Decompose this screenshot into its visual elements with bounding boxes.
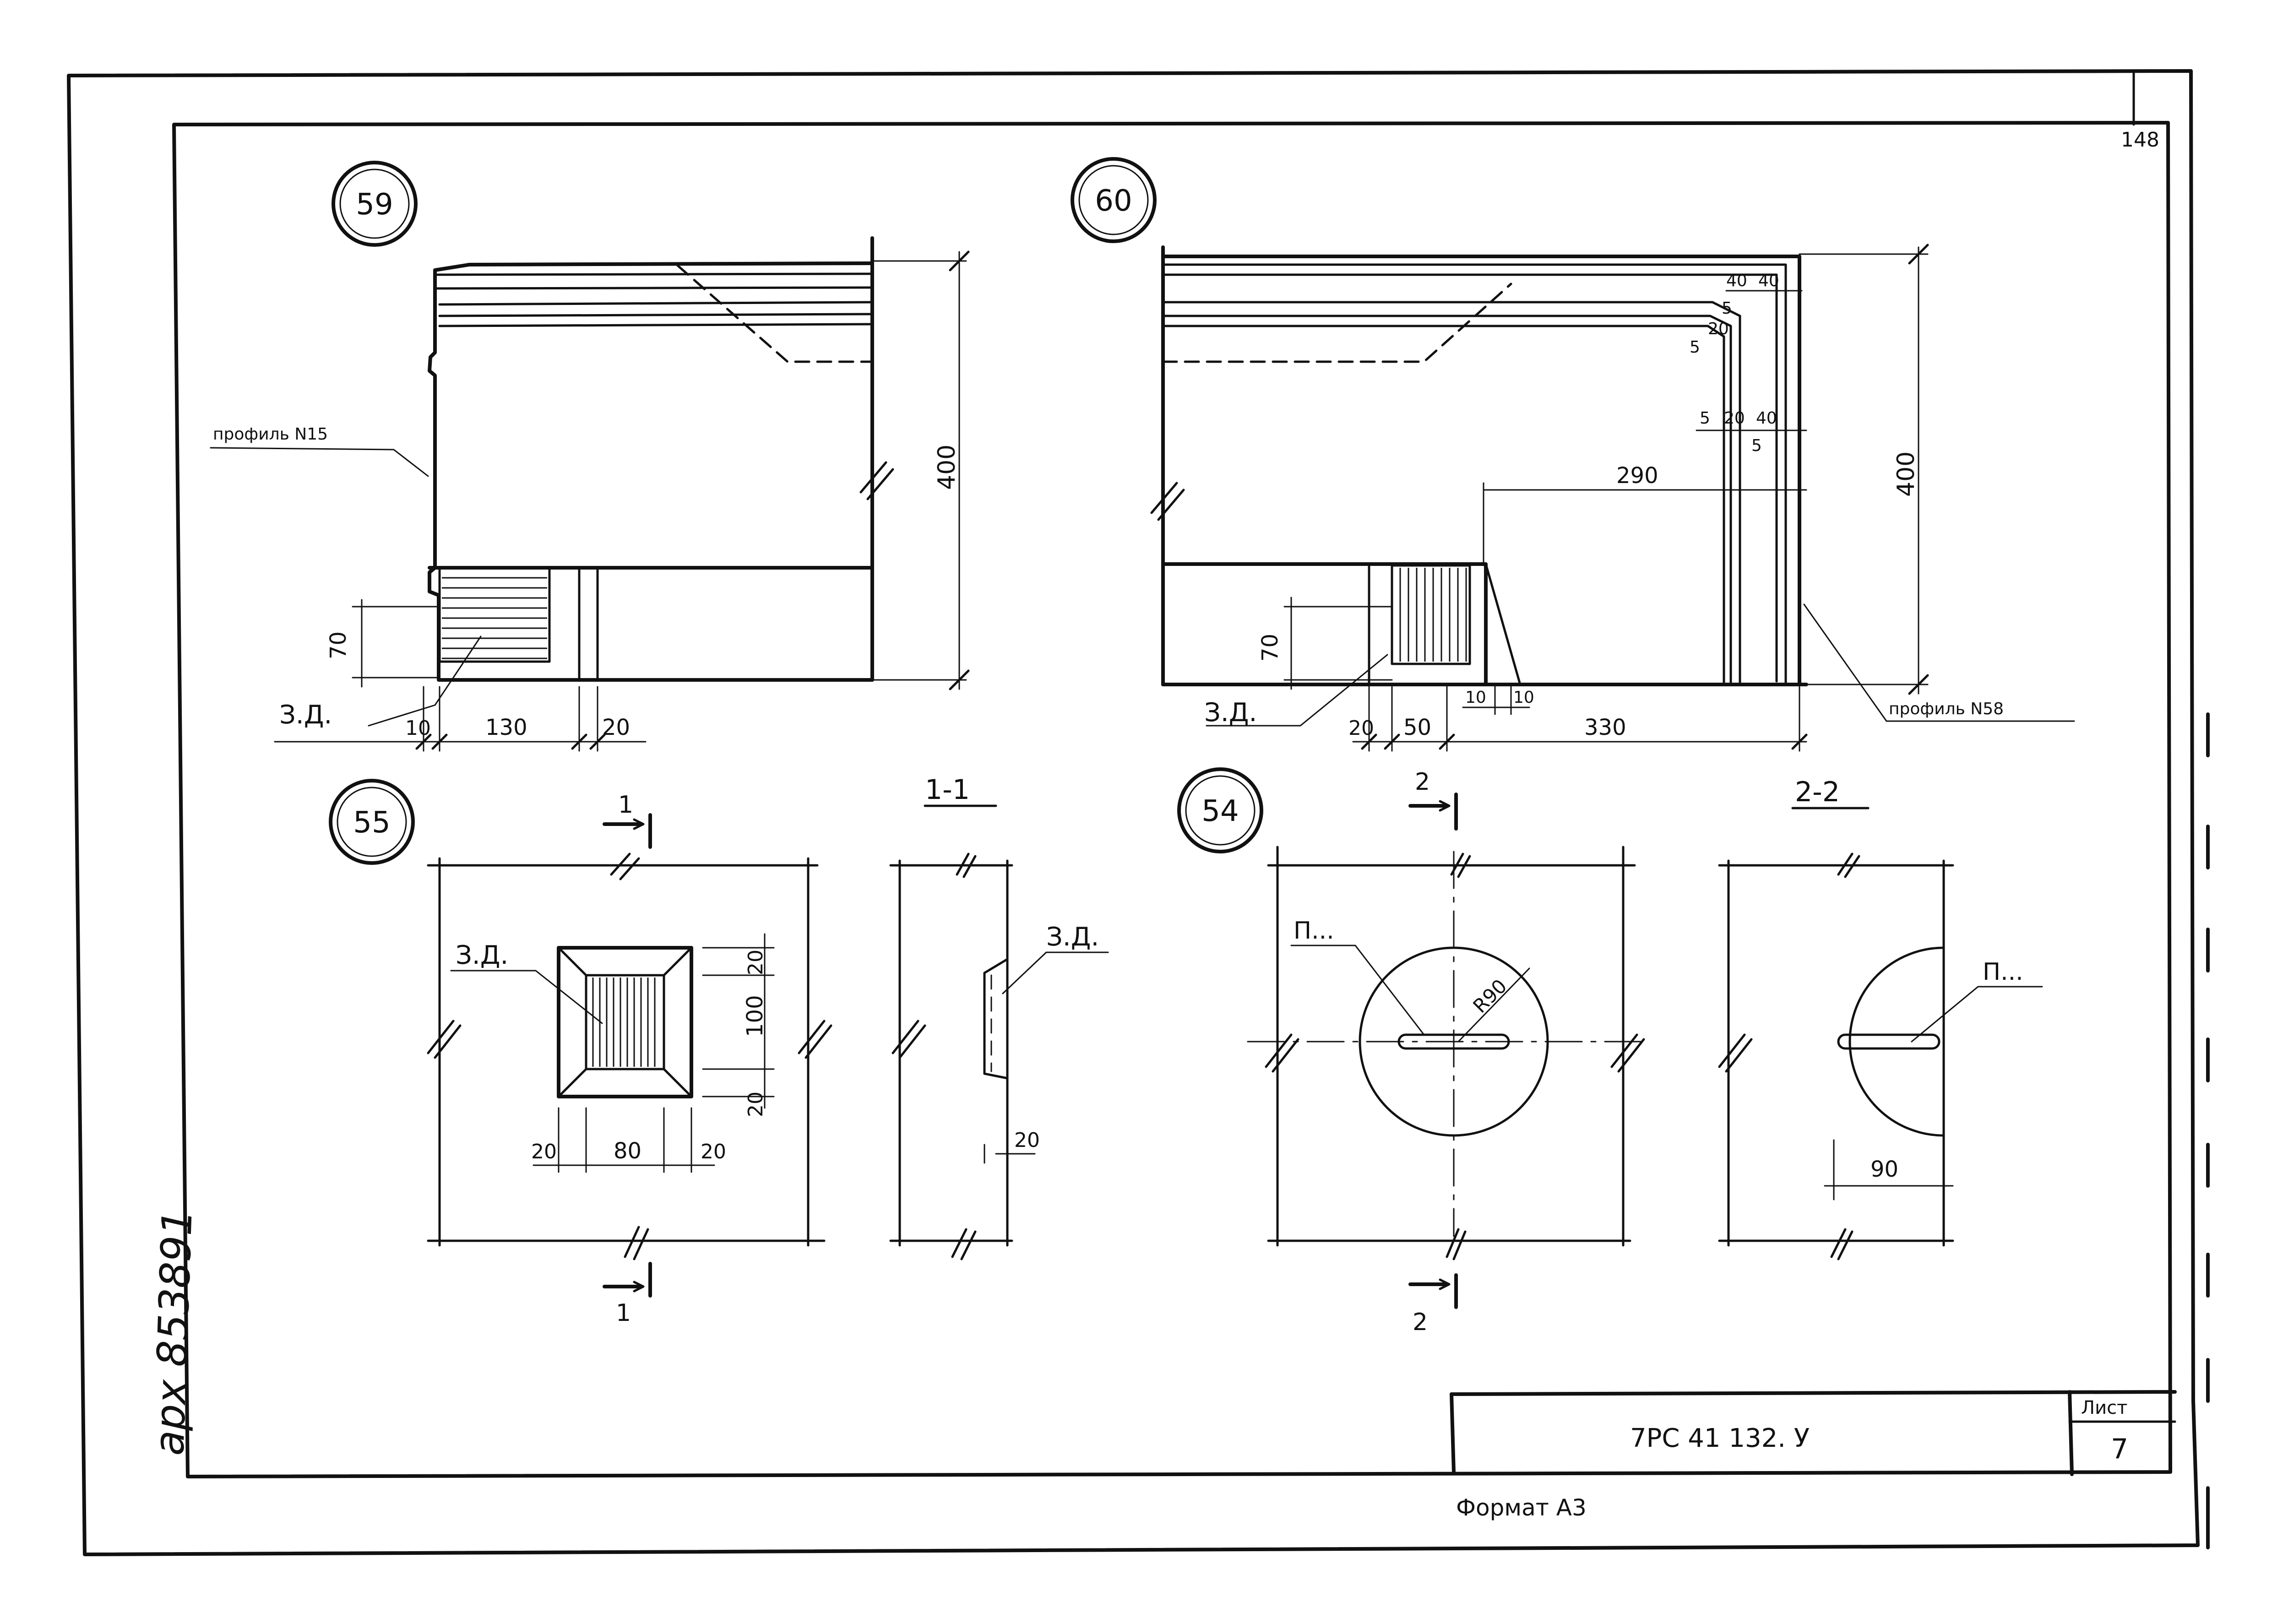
d59-dim-20: 20	[602, 715, 630, 740]
d55-dim-l20: 20	[531, 1140, 557, 1163]
d59-profile-label: профиль N15	[213, 425, 328, 444]
d55-dim-r20: 20	[701, 1140, 726, 1163]
d54-section-top: 2	[1415, 768, 1430, 796]
d59-dim-70: 70	[326, 631, 351, 659]
d60-dim-40c: 40	[1756, 409, 1777, 428]
drawing-code: 7РС 41 132. У	[1630, 1423, 1810, 1453]
d54-radius: R90	[1468, 975, 1511, 1017]
detail-54: 54 R90 П... 2 2	[1177, 767, 1649, 1336]
detail-55: 55 20 100 20 20 80 20 З.Д. 1 1	[329, 779, 832, 1327]
d55-fill-label: З.Д.	[456, 940, 508, 970]
d60-dim-10b: 10	[1513, 688, 1534, 707]
d55-dim-80: 80	[614, 1138, 641, 1164]
detail-54-marker: 54	[1201, 794, 1239, 828]
d55-section-bottom: 1	[616, 1299, 631, 1327]
d60-dim-20b: 20	[1724, 409, 1745, 428]
d59-dim-10: 10	[405, 717, 431, 740]
section-1-1: 1-1 20 З.Д.	[889, 774, 1109, 1260]
detail-60-marker: 60	[1095, 184, 1132, 218]
s11-fill-label: З.Д.	[1046, 922, 1099, 952]
d60-dim-5b: 5	[1690, 338, 1700, 357]
archive-stamp: арх 853891	[145, 1209, 202, 1456]
d55-section-top: 1	[618, 791, 633, 819]
s22-label: П...	[1983, 958, 2023, 986]
d60-profile-label: профиль N58	[1889, 700, 2004, 718]
d54-section-bottom: 2	[1413, 1309, 1428, 1336]
sheet-label: Лист	[2081, 1397, 2127, 1418]
d60-dim-5a: 5	[1722, 299, 1732, 318]
d55-dim-bot20: 20	[744, 1092, 767, 1117]
d60-dim-70: 70	[1257, 634, 1283, 662]
d60-dim-5c: 5	[1700, 409, 1710, 428]
d60-dim-5d: 5	[1751, 436, 1762, 455]
d60-dim-330: 330	[1584, 715, 1626, 740]
sheet-number: 7	[2111, 1433, 2128, 1465]
d60-dim-290: 290	[1616, 463, 1658, 489]
format-label: Формат А3	[1456, 1494, 1587, 1521]
d54-label: П...	[1294, 917, 1334, 945]
s22-title: 2-2	[1795, 776, 1840, 808]
d60-dim-20a: 20	[1708, 320, 1729, 338]
detail-55-marker: 55	[353, 806, 390, 840]
d60-dim-50: 50	[1403, 715, 1431, 740]
page-number: 148	[2121, 128, 2159, 152]
d60-dim-40b: 40	[1758, 272, 1779, 290]
section-2-2: 2-2 90 П...	[1718, 776, 2043, 1260]
detail-60: 60 400 290 70 20 50 330 10 10	[1071, 157, 2075, 752]
s11-title: 1-1	[925, 774, 970, 806]
d59-fill-label: З.Д.	[279, 700, 332, 730]
s22-dim-90: 90	[1870, 1157, 1898, 1182]
d60-dim-height: 400	[1892, 451, 1920, 497]
d60-dim-20: 20	[1348, 717, 1374, 740]
d59-dim-130: 130	[485, 715, 527, 740]
d59-dim-height: 400	[933, 445, 961, 490]
d60-fill-label: З.Д.	[1204, 698, 1257, 728]
d60-dim-10a: 10	[1465, 688, 1486, 707]
title-block: 7РС 41 132. У Лист 7	[1450, 1390, 2177, 1476]
d55-dim-top20: 20	[744, 950, 767, 975]
detail-59: 59 400 70 10 130 20 З.Д. профиль N15	[210, 161, 970, 752]
sheet-frame	[67, 69, 2210, 1556]
d60-dim-40a: 40	[1726, 272, 1747, 290]
d55-dim-100: 100	[742, 995, 768, 1037]
detail-59-marker: 59	[356, 188, 393, 222]
s11-dim-20: 20	[1014, 1129, 1040, 1152]
